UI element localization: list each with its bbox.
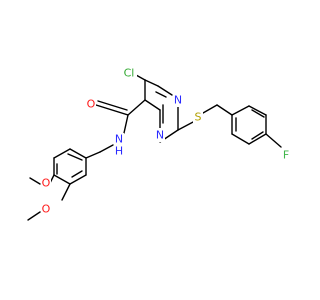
bond-34 [69,148,87,159]
molecule-diagram: Cl N N S O N H F O [27,66,291,221]
bond-39 [29,177,41,185]
atom-label-n-ring-bottom: N [156,129,164,142]
bond-11 [202,104,218,114]
bond-41 [27,211,41,221]
bond-13 [231,105,250,116]
bond-40 [61,183,71,201]
bond-26 [123,114,129,134]
bond-35 [71,170,83,178]
bond-20 [251,131,264,140]
atom-label-o-carbonyl: O [87,98,96,111]
bond-24 [95,104,129,116]
atom-label-o-methoxy-lower: O [42,203,51,216]
atom-label-o-methoxy-upper: O [42,177,51,190]
bond-23 [127,99,146,116]
bond-37 [67,153,83,161]
bond-12 [216,104,233,116]
atom-label-n-ring-top: N [174,94,182,107]
bond-6 [157,85,173,96]
atom-fluorine: F [281,148,291,162]
bond-14 [248,105,267,116]
atom-o-methoxy-upper: O [41,176,51,190]
bond-16 [248,133,267,145]
atom-label-n-amide: N [115,133,123,146]
atom-n-amide: N H [114,133,124,158]
atom-label-f: F [283,149,289,162]
bond-1 [144,99,161,111]
atom-o-methoxy-lower: O [41,202,51,216]
atom-o-carbonyl: O [86,97,96,111]
bond-17 [231,133,250,145]
atom-n-ring-top: N [173,93,183,107]
bond-27 [99,144,114,153]
bond-25 [97,100,128,111]
bond-28 [85,151,101,159]
bond-layer [27,74,282,221]
atom-label-cl: Cl [124,67,135,80]
bond-31 [53,174,71,185]
bond-30 [69,174,87,185]
bond-7 [144,79,159,87]
atom-label-s: S [195,111,202,124]
bond-9 [135,74,146,81]
atom-n-ring-bottom: N [155,128,165,142]
atom-label-layer: Cl N N S O N H F O [41,66,291,216]
bond-8 [155,91,167,98]
atom-label-h-amide: H [115,145,123,158]
atom-s-thioether: S [193,110,203,124]
bond-10 [177,120,196,131]
bond-22 [265,133,282,148]
atom-cl: Cl [121,66,137,80]
bond-33 [53,148,71,159]
bond-19 [251,109,265,118]
